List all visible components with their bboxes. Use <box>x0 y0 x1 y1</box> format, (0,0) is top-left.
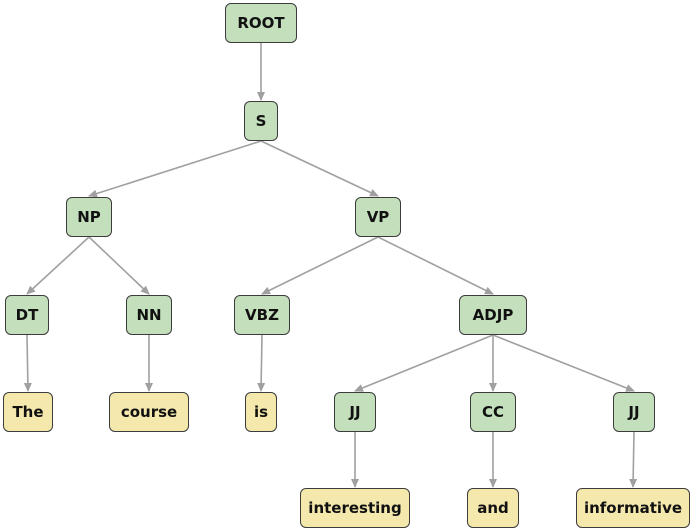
node-root: ROOT <box>225 3 297 43</box>
edge-np-dt <box>26 236 90 295</box>
node-jj-2: JJ <box>613 392 655 432</box>
edge-adjp-jj2 <box>492 334 635 392</box>
leaf-informative: informative <box>576 488 690 528</box>
edge-np-nn <box>88 236 150 295</box>
node-s: S <box>244 101 278 141</box>
leaf-the: The <box>3 392 53 432</box>
leaf-interesting: interesting <box>300 488 410 528</box>
node-dt: DT <box>5 295 49 335</box>
node-nn: NN <box>126 295 172 335</box>
node-np: NP <box>66 197 112 237</box>
leaf-and: and <box>467 488 519 528</box>
node-cc: CC <box>470 392 516 432</box>
edge-adjp-jj1 <box>354 334 494 392</box>
edge-jj2-w_informative <box>629 431 638 488</box>
node-adjp: ADJP <box>459 295 527 335</box>
edge-s-np <box>88 140 262 198</box>
leaf-is: is <box>245 392 277 432</box>
edge-dt-w_the <box>23 334 32 392</box>
leaf-course: course <box>109 392 189 432</box>
node-vp: VP <box>355 197 401 237</box>
edge-vp-vbz <box>261 236 379 295</box>
edge-vp-adjp <box>377 236 494 295</box>
node-jj-1: JJ <box>334 392 376 432</box>
edge-s-vp <box>260 140 379 197</box>
edge-vbz-w_is <box>257 334 266 392</box>
node-vbz: VBZ <box>234 295 290 335</box>
